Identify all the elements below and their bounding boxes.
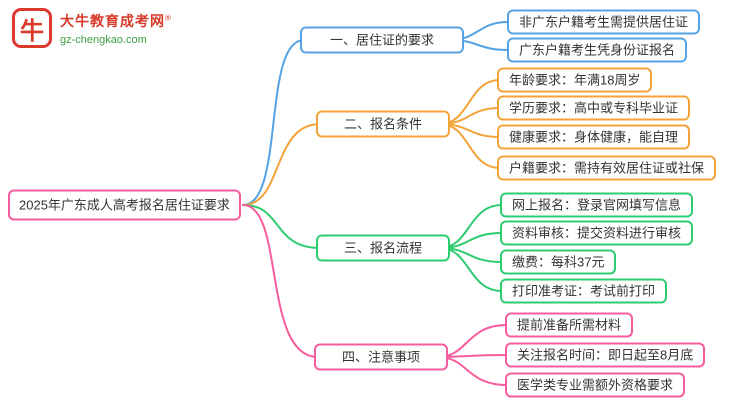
branch-node-notes: 四、注意事项: [314, 343, 448, 371]
connector-root-branch2: [242, 123, 321, 206]
leaf-education-requirement: 学历要求：高中或专科毕业证: [497, 95, 691, 121]
branch-node-process: 三、报名流程: [316, 234, 450, 262]
site-url: gz-chengkao.com: [60, 33, 147, 46]
connector-root-branch1: [242, 39, 305, 206]
site-logo-text: 大牛教育成考网® gz-chengkao.com: [60, 11, 172, 46]
connector-branch4-leaf3: [437, 356, 508, 386]
leaf-nonlocal-residence: 非广东户籍考生需提供居住证: [507, 9, 701, 35]
root-node: 2025年广东成人高考报名居住证要求: [8, 189, 241, 221]
leaf-medical-major-qualification: 医学类专业需额外资格要求: [505, 372, 686, 398]
leaf-age-requirement: 年龄要求：年满18周岁: [497, 67, 653, 93]
branch-node-requirements: 二、报名条件: [316, 110, 450, 138]
leaf-online-registration: 网上报名：登录官网填写信息: [500, 192, 694, 218]
leaf-household-requirement: 户籍要求：需持有效居住证或社保: [497, 155, 717, 181]
connector-branch4-leaf1: [437, 324, 508, 358]
site-name: 大牛教育成考网®: [60, 11, 172, 31]
connector-root-branch3: [242, 204, 321, 249]
site-logo[interactable]: 牛 大牛教育成考网® gz-chengkao.com: [12, 8, 172, 48]
leaf-payment: 缴费：每科37元: [500, 249, 617, 275]
leaf-health-requirement: 健康要求：身体健康，能自理: [497, 124, 691, 150]
leaf-print-admission-ticket: 打印准考证：考试前打印: [500, 278, 668, 304]
leaf-material-review: 资料审核：提交资料进行审核: [500, 220, 694, 246]
bull-logo-icon: 牛: [12, 8, 52, 48]
site-name-label: 大牛教育成考网: [60, 12, 165, 29]
connector-root-branch4: [242, 204, 319, 358]
leaf-prepare-materials: 提前准备所需材料: [505, 312, 634, 338]
registered-mark: ®: [165, 12, 172, 22]
leaf-local-idcard: 广东户籍考生凭身份证报名: [507, 37, 688, 63]
leaf-registration-deadline: 关注报名时间：即日起至8月底: [505, 342, 706, 368]
branch-node-residence-permit: 一、居住证的要求: [300, 26, 464, 54]
